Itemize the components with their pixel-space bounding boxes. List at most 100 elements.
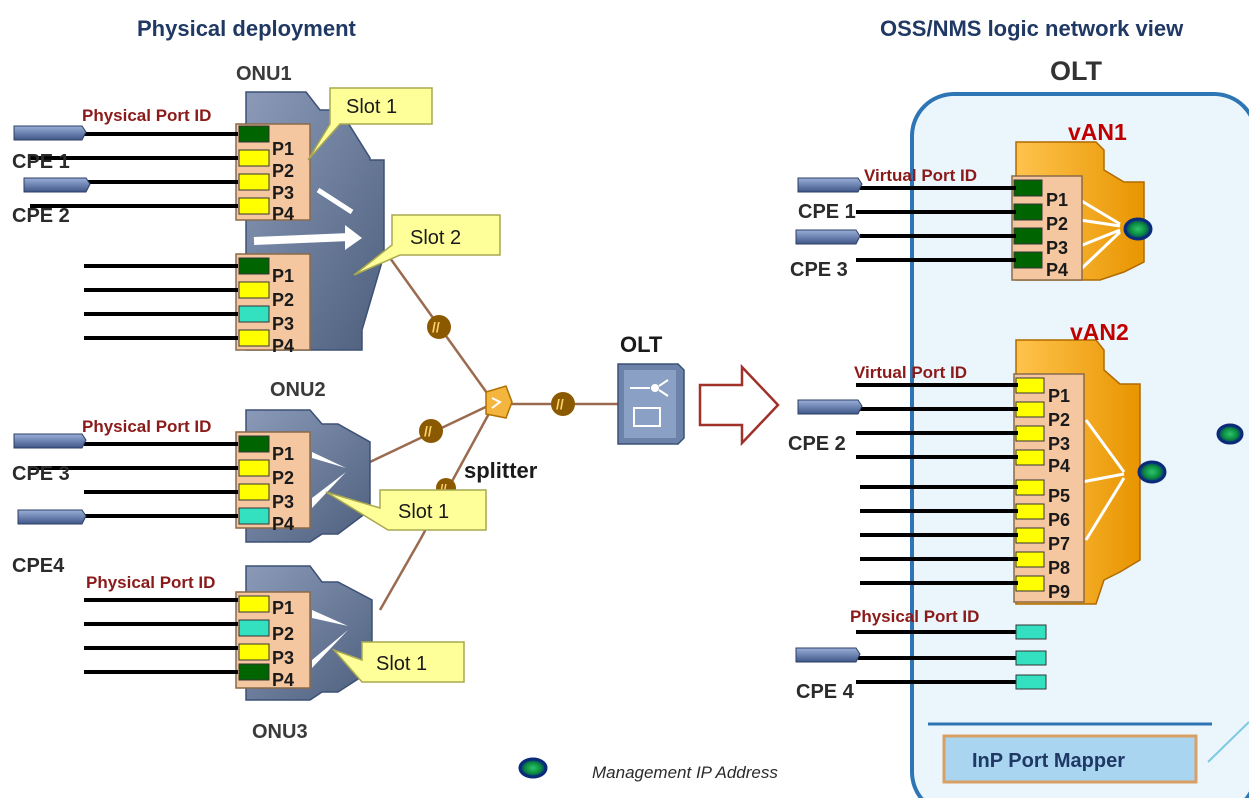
port-label: P7 <box>1048 534 1070 554</box>
cpe-device-icon <box>797 399 863 415</box>
port-led <box>1015 551 1045 568</box>
logical-view-title: OSS/NMS logic network view <box>880 16 1184 41</box>
physical-port-id-label: Physical Port ID <box>82 417 211 436</box>
port-label: P3 <box>272 648 294 668</box>
port-led <box>1013 179 1043 197</box>
cpe-label: CPE 2 <box>788 433 846 455</box>
olt-logical-title: OLT <box>1050 56 1102 86</box>
port-led <box>1015 449 1045 466</box>
cpe-label: CPE 2 <box>12 205 70 227</box>
port-label: P2 <box>1048 410 1070 430</box>
port-led <box>1015 479 1045 496</box>
port-label: P4 <box>272 670 294 690</box>
cpe-device-icon <box>13 125 87 141</box>
van2-cables <box>856 383 1018 585</box>
fiber-connector-icon: // <box>419 419 443 443</box>
slot-label: Slot 2 <box>410 227 461 249</box>
port-led <box>238 595 270 613</box>
slot-label: Slot 1 <box>376 653 427 675</box>
virtual-port-id-label: Virtual Port ID <box>854 363 967 382</box>
port-label: P3 <box>272 183 294 203</box>
management-ip-icon <box>518 757 548 779</box>
port-led <box>238 197 270 215</box>
cpe-label: CPE 1 <box>12 151 70 173</box>
port-led <box>1013 227 1043 245</box>
onu-arrow-icon <box>345 225 362 250</box>
port-label: P3 <box>1048 434 1070 454</box>
management-ip-icon <box>1216 423 1244 445</box>
fiber-connector-icon: // <box>551 392 575 416</box>
port-led <box>238 643 270 661</box>
port-led <box>238 507 270 525</box>
physical-port-cables <box>856 630 1018 684</box>
onu1-slot1-ports: P1 P2 P3 P4 <box>235 123 311 224</box>
onu-arrow-icon <box>312 452 346 508</box>
fiber-lines <box>369 257 618 611</box>
management-ip-icon <box>1137 460 1167 484</box>
slot-label: Slot 1 <box>346 96 397 118</box>
port-led <box>238 305 270 323</box>
port-label: P2 <box>1046 214 1068 234</box>
port-label: P3 <box>1046 238 1068 258</box>
onu3-cables <box>84 598 238 674</box>
port-label: P3 <box>272 314 294 334</box>
cpe-label: CPE4 <box>12 555 65 577</box>
port-led <box>238 257 270 275</box>
slot-callout: Slot 2 <box>353 214 501 276</box>
port-label: P4 <box>1048 456 1070 476</box>
physical-port-led <box>1015 624 1047 640</box>
splitter-label: splitter <box>464 458 538 483</box>
van2-ports: P1 P2 P3 P4 P5 P6 P7 P8 P9 <box>1013 373 1085 603</box>
port-label: P3 <box>272 492 294 512</box>
port-led <box>1015 575 1045 592</box>
van-arrow-icon <box>1078 198 1122 272</box>
onu1-slot2-ports: P1 P2 P3 P4 <box>235 253 311 356</box>
slot-callout: Slot 1 <box>307 87 433 161</box>
physical-port-led <box>1015 650 1047 666</box>
port-led <box>1015 527 1045 544</box>
cpe-label: CPE 4 <box>796 681 855 703</box>
onu3-label: ONU3 <box>252 721 308 743</box>
onu1-cables <box>30 132 238 340</box>
van1-label: vAN1 <box>1068 119 1127 145</box>
port-led <box>238 435 270 453</box>
port-label: P9 <box>1048 582 1070 602</box>
port-label: P4 <box>272 204 294 224</box>
onu-arrow-icon <box>312 610 348 668</box>
port-label: P4 <box>272 514 294 534</box>
cpe-device-icon <box>795 647 861 663</box>
port-label: P4 <box>272 336 294 356</box>
port-label: P8 <box>1048 558 1070 578</box>
cpe-device-icon <box>13 433 87 449</box>
van2-label: vAN2 <box>1070 319 1129 345</box>
slot-label: Slot 1 <box>398 501 449 523</box>
port-led <box>1015 503 1045 520</box>
port-led <box>1013 203 1043 221</box>
physical-port-id-label: Physical Port ID <box>850 607 979 626</box>
van1-ports: P1 P2 P3 P4 <box>1011 175 1083 281</box>
port-led <box>238 483 270 501</box>
port-led <box>1015 401 1045 418</box>
legend-label: Management IP Address <box>592 763 778 782</box>
port-led <box>238 459 270 477</box>
port-label: P2 <box>272 161 294 181</box>
cpe-device-icon <box>17 509 87 525</box>
splitter-icon <box>485 385 513 419</box>
virtual-port-id-label: Virtual Port ID <box>864 166 977 185</box>
port-led <box>238 125 270 143</box>
port-label: P1 <box>272 266 294 286</box>
port-label: P1 <box>272 444 294 464</box>
port-led <box>1013 251 1043 269</box>
inp-port-mapper-label: InP Port Mapper <box>972 750 1125 772</box>
svg-text://: // <box>424 423 432 439</box>
olt-device-label: OLT <box>620 332 663 357</box>
port-led <box>238 619 270 637</box>
port-led <box>238 173 270 191</box>
port-label: P1 <box>272 598 294 618</box>
physical-deployment-title: Physical deployment <box>137 16 357 41</box>
port-led <box>238 329 270 347</box>
cpe-label: CPE 1 <box>798 201 856 223</box>
van-arrow-icon <box>1081 419 1126 541</box>
cpe-label: CPE 3 <box>12 463 70 485</box>
